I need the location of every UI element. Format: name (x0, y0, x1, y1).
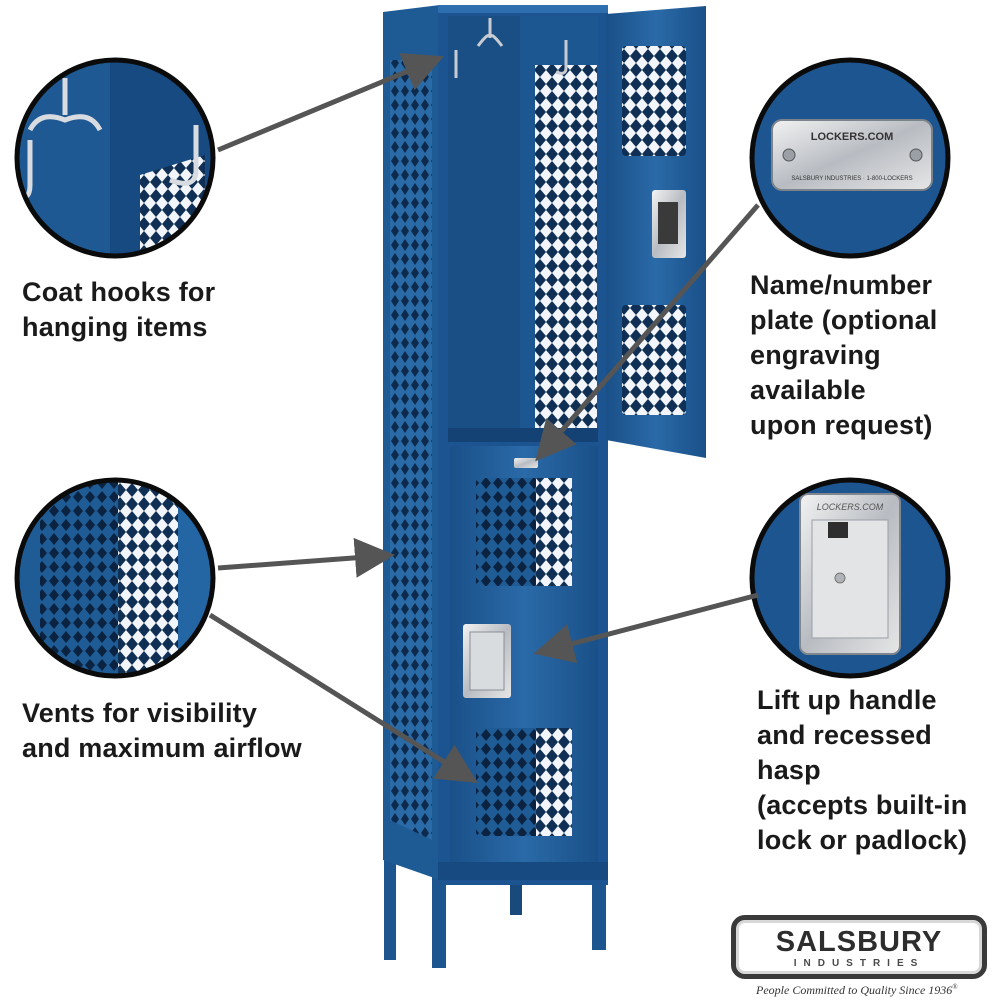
caption-line: Vents for visibility (22, 698, 258, 728)
caption-line: and maximum airflow (22, 733, 302, 763)
caption-line: Coat hooks for (22, 277, 216, 307)
locker-body (383, 5, 706, 968)
locker-leg (432, 868, 446, 968)
caption-name-plate: Name/number plate (optional engraving av… (750, 268, 998, 443)
interior-vent-mesh (535, 65, 597, 430)
arrow-handle (533, 592, 759, 664)
name-plate (771, 119, 933, 191)
arrow-vents-side (217, 537, 395, 578)
upper-door-vent-bottom (622, 305, 686, 415)
plate-label-top: LOCKERS.COM (811, 131, 894, 143)
number-plate (514, 458, 538, 468)
caption-line: (accepts built-in (757, 790, 968, 820)
detail-circle-hooks (14, 57, 216, 259)
caption-line: Lift up handle (757, 685, 937, 715)
caption-line: plate (optional (750, 305, 938, 335)
upper-door-vent-top (622, 46, 686, 156)
coat-hook (476, 18, 504, 47)
locker-leg (384, 855, 396, 960)
caption-line: upon request) (750, 410, 933, 440)
arrow-plate (535, 203, 760, 462)
handle-label: LOCKERS.COM (817, 502, 884, 512)
coat-hook-icon (27, 78, 103, 132)
caption-line: lock or padlock) (757, 825, 968, 855)
detail-circle-vents (14, 477, 216, 679)
callout-arrows (208, 53, 760, 783)
caption-line: and recessed hasp (757, 720, 932, 785)
caption-vents: Vents for visibility and maximum airflow (22, 696, 352, 766)
caption-line: Name/number (750, 270, 933, 300)
brand-sub: INDUSTRIES (793, 958, 925, 969)
arrow-vents-door (208, 612, 478, 783)
caption-coat-hooks: Coat hooks for hanging items (22, 275, 252, 345)
brand-name: SALSBURY (775, 926, 943, 958)
locker-leg (510, 880, 522, 915)
detail-circle-plate: LOCKERS.COM SALSBURY INDUSTRIES · 1-800-… (749, 57, 951, 259)
tagline-text: People Committed to Quality Since 1936 (756, 983, 953, 997)
arrow-hooks (217, 53, 444, 153)
brand-tagline: People Committed to Quality Since 1936® (756, 983, 996, 998)
side-vent-mesh (390, 60, 432, 840)
detail-circle-handle: LOCKERS.COM (749, 477, 951, 679)
caption-line: hanging items (22, 312, 208, 342)
brand-logo: SALSBURY INDUSTRIES (731, 915, 987, 979)
caption-line: engraving available (750, 340, 881, 405)
plate-label-bottom: SALSBURY INDUSTRIES · 1-800-LOCKERS (791, 176, 912, 182)
caption-handle: Lift up handle and recessed hasp (accept… (757, 683, 997, 858)
coat-hook (555, 40, 568, 75)
registered-mark: ® (952, 983, 958, 991)
